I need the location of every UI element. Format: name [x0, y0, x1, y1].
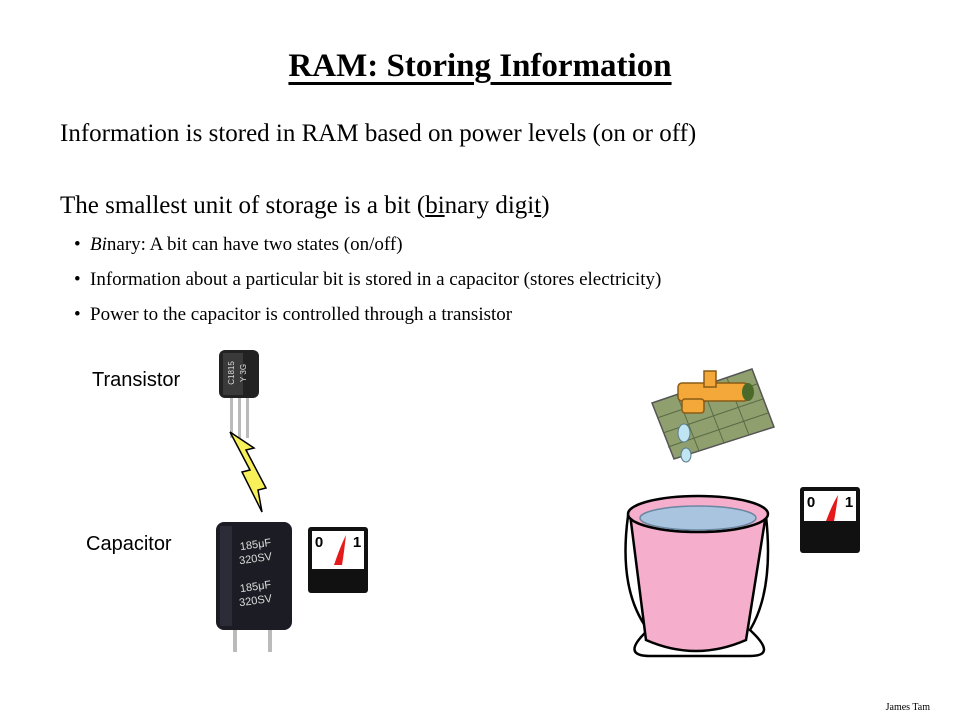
- svg-text:0: 0: [807, 494, 815, 511]
- svg-text:1: 1: [845, 494, 853, 511]
- transistor-marking-2: Y 3G: [239, 364, 248, 382]
- capacitor-image: 185μF 320SV 185μF 320SV: [208, 518, 298, 658]
- sub-bullet-list: Binary: A bit can have two states (on/of…: [74, 232, 661, 337]
- sub-bullet-transistor: Power to the capacitor is controlled thr…: [74, 302, 661, 337]
- bucket-image: [624, 494, 770, 658]
- point-power-levels: Information is stored in RAM based on po…: [60, 120, 697, 147]
- lightning-bolt-icon: [229, 431, 268, 513]
- transistor-marking-1: C1815: [227, 361, 236, 385]
- svg-text:320SV: 320SV: [238, 593, 273, 610]
- charge-gauge-icon: 0 1: [308, 527, 368, 593]
- svg-text:1: 1: [353, 534, 361, 551]
- capacitor-marking-1: 185μF: [239, 537, 272, 553]
- capacitor-marking-2: 320SV: [238, 551, 273, 568]
- sub-bullet-binary: Binary: A bit can have two states (on/of…: [74, 232, 661, 267]
- transistor-label: Transistor: [92, 369, 181, 391]
- svg-text:0: 0: [315, 534, 323, 551]
- water-gauge-icon: 0 1: [800, 487, 860, 553]
- svg-text:185μF: 185μF: [239, 579, 272, 595]
- footer-author: James Tam: [885, 702, 930, 713]
- faucet-image: [651, 368, 775, 463]
- transistor-image: C1815 Y 3G: [219, 350, 259, 438]
- sub-bullet-capacitor: Information about a particular bit is st…: [74, 267, 661, 302]
- capacitor-label: Capacitor: [86, 533, 172, 555]
- point-smallest-unit: The smallest unit of storage is a bit (b…: [60, 192, 550, 219]
- slide-title: RAM: Storing Information: [288, 48, 672, 84]
